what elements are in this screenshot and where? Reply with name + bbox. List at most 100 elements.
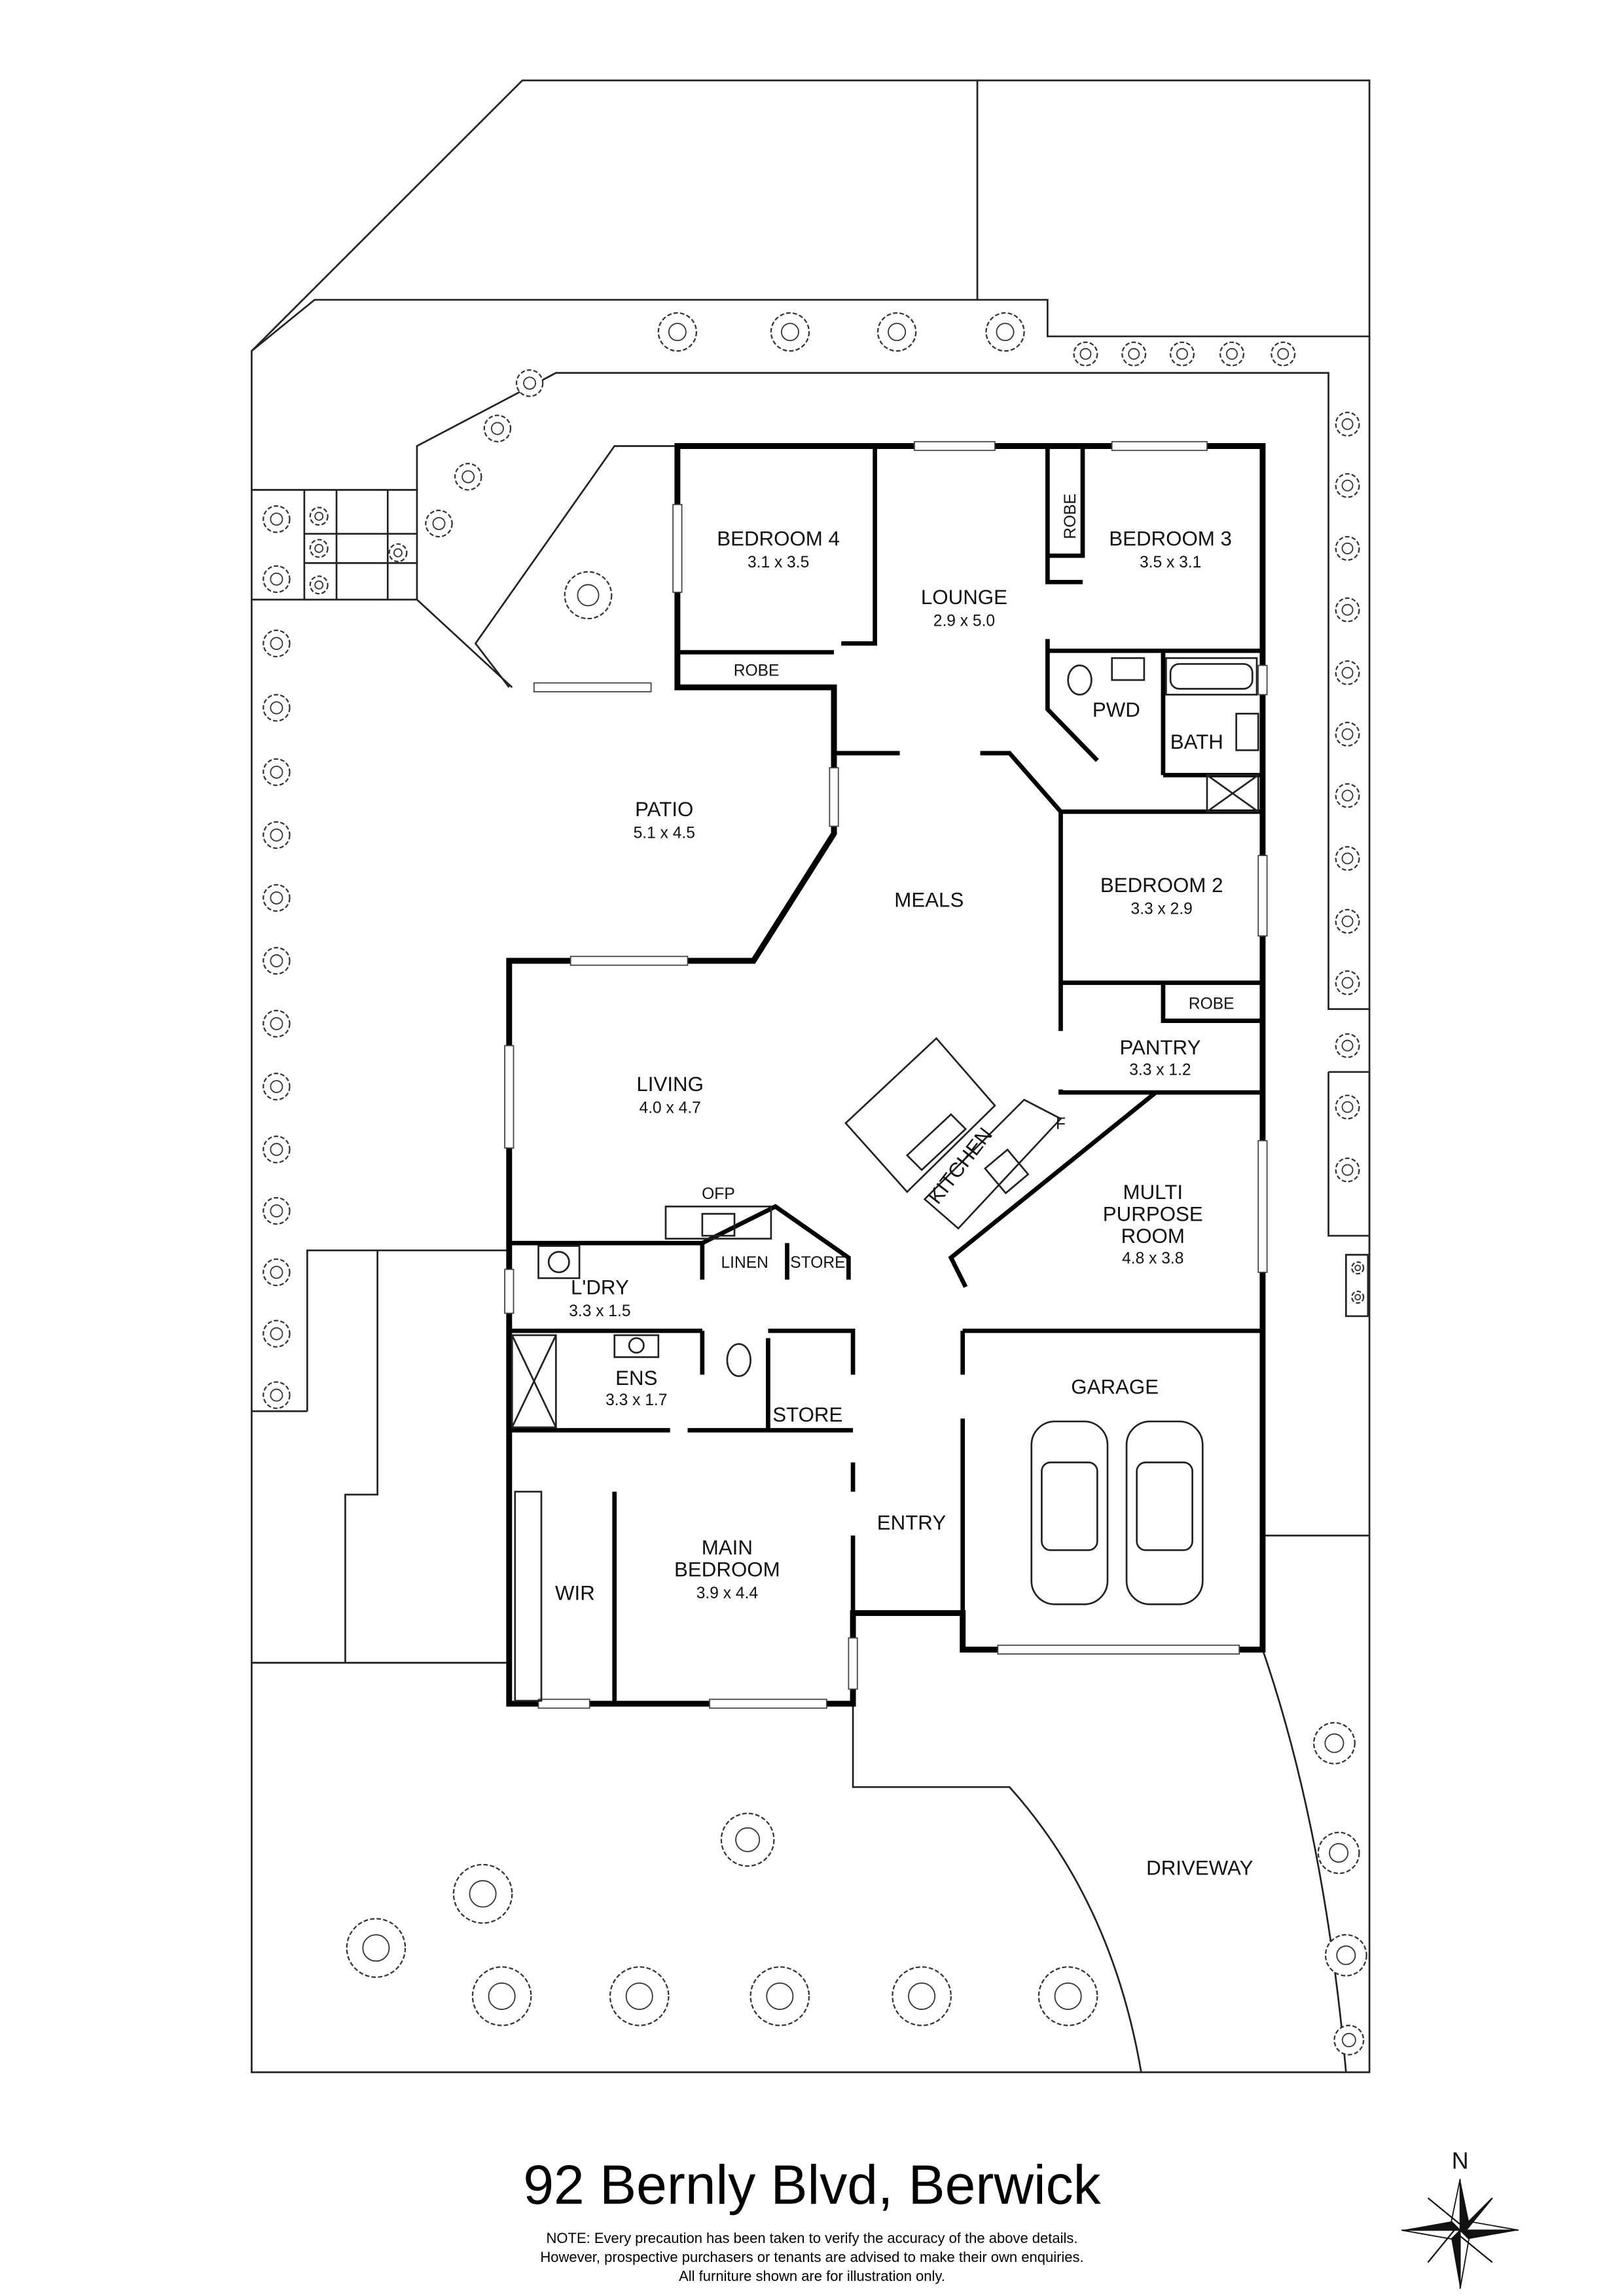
- note-line: All furniture shown are for illustration…: [679, 2268, 945, 2284]
- car-icon: [1030, 1420, 1109, 1605]
- room-pwd: PWD: [1092, 698, 1140, 721]
- tree-icon-center: [270, 512, 283, 526]
- room-ens: ENS: [615, 1367, 657, 1390]
- tree-icon: [1351, 1290, 1365, 1304]
- tree-icon: [1335, 1033, 1360, 1058]
- note-line: However, prospective purchasers or tenan…: [540, 2249, 1084, 2265]
- room-pantry-dim: 3.3 x 1.2: [1129, 1061, 1191, 1079]
- tree-icon: [309, 575, 329, 595]
- room-ldry-dim: 3.3 x 1.5: [569, 1302, 630, 1320]
- fixtures: [511, 657, 1259, 1702]
- tree-icon-center: [1079, 348, 1092, 360]
- tree-icon-center: [362, 1934, 390, 1962]
- tree-icon-center: [461, 470, 475, 484]
- room-living: LIVING: [636, 1073, 704, 1096]
- tree-icon: [262, 1196, 291, 1225]
- tree-icon: [657, 312, 698, 352]
- tree-icon: [609, 1966, 670, 2026]
- tree-icon: [346, 1918, 406, 1979]
- tree-icon: [1335, 535, 1360, 561]
- tree-icon-center: [1354, 1265, 1362, 1272]
- tree-icon-center: [1341, 542, 1354, 554]
- tree-icon-center: [270, 1265, 283, 1279]
- tree-icon-center: [432, 516, 446, 530]
- tree-icon-center: [1341, 603, 1354, 616]
- tree-icon: [1073, 341, 1098, 367]
- tree-icon: [876, 312, 917, 352]
- tree-icon: [262, 694, 291, 722]
- tree-icon: [262, 565, 291, 594]
- tree-icon-center: [270, 1388, 283, 1402]
- tree-icon-center: [1336, 1945, 1356, 1965]
- room-bedroom2-dim: 3.3 x 2.9: [1131, 901, 1193, 918]
- room-bedroom3: BEDROOM 3: [1109, 527, 1232, 550]
- tree-icon: [452, 1863, 513, 1924]
- tree-icon: [892, 1966, 952, 2026]
- room-pantry: PANTRY: [1119, 1036, 1200, 1059]
- tree-icon: [1335, 970, 1360, 996]
- tree-icon: [1317, 1831, 1360, 1874]
- tree-icon: [262, 821, 291, 850]
- tree-icon-center: [668, 323, 687, 342]
- tree-icon-center: [270, 1327, 283, 1340]
- house-walls: [506, 443, 1266, 1707]
- tree-icon: [1333, 2024, 1365, 2056]
- tree-icon: [262, 505, 291, 533]
- room-patio-dim: 5.1 x 4.5: [634, 824, 695, 842]
- tree-icon: [262, 1136, 291, 1164]
- room-main-bedroom-1: MAIN: [702, 1536, 753, 1559]
- room-labels: BEDROOM 4 3.1 x 3.5 LOUNGE 2.9 x 5.0 BED…: [555, 493, 1254, 1880]
- tree-icon: [1351, 1261, 1365, 1275]
- tree-icon-center: [1341, 915, 1354, 927]
- tree-icon: [770, 312, 810, 352]
- room-robe-b3: ROBE: [1062, 493, 1079, 539]
- tree-icon-center: [781, 323, 799, 342]
- tree-icon-center: [270, 1143, 283, 1157]
- tree-icon: [1335, 473, 1360, 498]
- tree-icon-center: [908, 1982, 936, 2010]
- tree-icon: [262, 1258, 291, 1287]
- room-ens-dim: 3.3 x 1.7: [605, 1391, 667, 1409]
- tree-icon: [1219, 341, 1244, 367]
- driveway-label: DRIVEWAY: [1146, 1856, 1253, 1879]
- tree-icon-center: [314, 511, 324, 521]
- tree-icon-center: [766, 1982, 794, 2010]
- windows: [504, 440, 1268, 1709]
- room-multi-3: ROOM: [1121, 1225, 1185, 1247]
- tree-icon: [1335, 660, 1360, 685]
- tree-icon: [1335, 783, 1360, 808]
- tree-icon-center: [1341, 666, 1354, 679]
- tree-icon: [1271, 341, 1296, 367]
- tree-icon: [985, 312, 1025, 352]
- tree-icon-center: [1341, 1039, 1354, 1052]
- tree-icon-center: [1341, 1164, 1354, 1176]
- tree-icon-center: [270, 891, 283, 905]
- room-ldry: L'DRY: [571, 1276, 629, 1299]
- tree-icon-center: [1128, 348, 1140, 360]
- room-store2: STORE: [772, 1403, 842, 1426]
- tree-icon-center: [393, 548, 403, 558]
- tree-icon: [309, 507, 329, 526]
- tree-icon-center: [1341, 479, 1354, 492]
- tree-icon-center: [270, 572, 283, 586]
- room-linen: LINEN: [721, 1254, 768, 1272]
- tree-icon: [1335, 721, 1360, 747]
- room-store1: STORE: [790, 1254, 845, 1272]
- trees: [262, 312, 1367, 2056]
- room-main-bedroom-dim: 3.9 x 4.4: [696, 1585, 758, 1602]
- tree-icon-center: [735, 1827, 761, 1852]
- room-bedroom2: BEDROOM 2: [1100, 874, 1223, 897]
- room-multi-dim: 4.8 x 3.8: [1122, 1250, 1183, 1268]
- room-living-dim: 4.0 x 4.7: [640, 1099, 701, 1117]
- disclaimer-note: NOTE: Every precaution has been taken to…: [0, 2229, 1624, 2286]
- tree-icon: [262, 758, 291, 786]
- tree-icon-center: [270, 954, 283, 967]
- tree-icon: [720, 1812, 775, 1867]
- tree-icon-center: [270, 1080, 283, 1094]
- tree-icon-center: [1341, 1101, 1354, 1113]
- compass-rose-icon: N: [1401, 2148, 1519, 2289]
- tree-icon-center: [1341, 418, 1354, 430]
- room-multi-1: MULTI: [1123, 1181, 1183, 1204]
- tree-icon-center: [270, 1204, 283, 1218]
